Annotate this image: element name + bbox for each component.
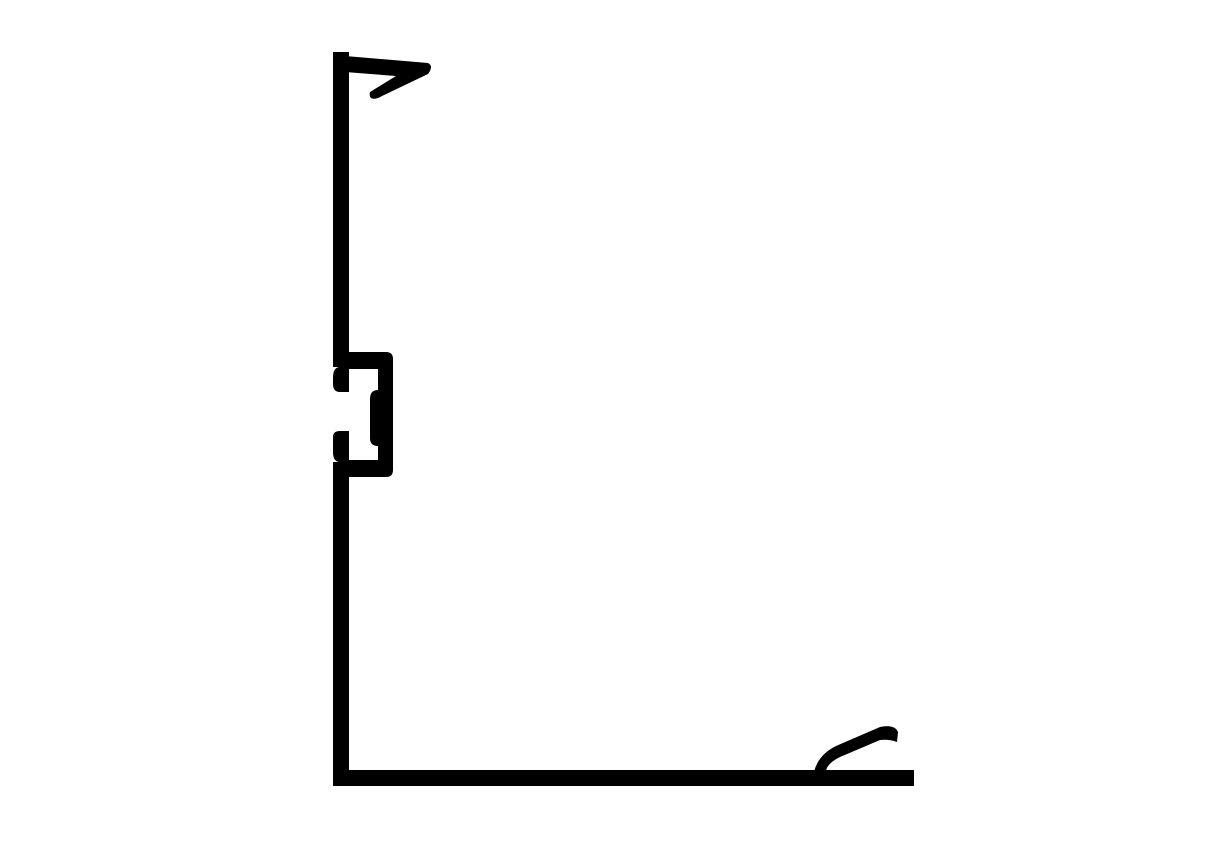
vertical-leg-lower (333, 466, 349, 786)
clip-channel (333, 352, 393, 477)
horizontal-base-leg (333, 770, 914, 786)
top-lip-barb (345, 56, 431, 99)
vertical-leg-upper (333, 52, 349, 362)
bottom-lip-curl (814, 726, 898, 772)
